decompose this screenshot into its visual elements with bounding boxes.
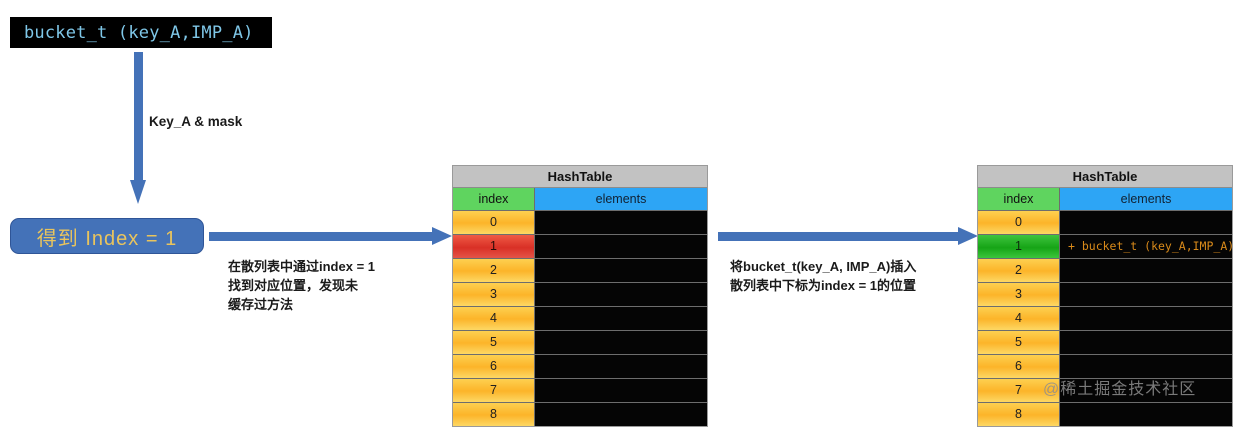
cell-index: 5 bbox=[978, 331, 1060, 354]
index-result-text: 得到 Index = 1 bbox=[36, 227, 178, 250]
table-row: 3 bbox=[978, 283, 1232, 307]
arrow-shaft bbox=[718, 232, 959, 241]
cell-index-highlight-miss: 1 bbox=[453, 235, 535, 258]
lookup-caption: 在散列表中通过index = 1 找到对应位置，发现未 缓存过方法 bbox=[228, 259, 375, 312]
table-row: 2 bbox=[978, 259, 1232, 283]
column-header-elements: elements bbox=[535, 188, 707, 210]
table-row: 4 bbox=[978, 307, 1232, 331]
cell-element bbox=[535, 235, 707, 258]
cell-index: 6 bbox=[978, 355, 1060, 378]
table-row: 2 bbox=[453, 259, 707, 283]
cell-element bbox=[1060, 355, 1232, 378]
arrow-head bbox=[432, 227, 452, 245]
table-row: 5 bbox=[453, 331, 707, 355]
hash-arrow-down-icon bbox=[130, 52, 146, 206]
lookup-arrow-right-icon bbox=[209, 227, 452, 245]
cell-index: 0 bbox=[453, 211, 535, 234]
cell-index-highlight-inserted: 1 bbox=[978, 235, 1060, 258]
table-row: 4 bbox=[453, 307, 707, 331]
cell-element bbox=[1060, 283, 1232, 306]
column-header-index: index bbox=[978, 188, 1060, 210]
cell-element bbox=[1060, 259, 1232, 282]
cell-element bbox=[535, 211, 707, 234]
cell-element bbox=[1060, 331, 1232, 354]
source-code-box: bucket_t (key_A,IMP_A) bbox=[10, 17, 272, 48]
source-code-text: bucket_t (key_A,IMP_A) bbox=[24, 22, 254, 43]
index-result-box: 得到 Index = 1 bbox=[10, 218, 204, 254]
table-row: 7 bbox=[978, 379, 1232, 403]
column-header-elements: elements bbox=[1060, 188, 1232, 210]
cell-index: 2 bbox=[978, 259, 1060, 282]
cell-element bbox=[535, 331, 707, 354]
arrow-head bbox=[130, 180, 146, 204]
hash-operation-label: Key_A & mask bbox=[149, 114, 243, 129]
cell-index: 4 bbox=[453, 307, 535, 330]
hash-table-header-row: index elements bbox=[978, 188, 1232, 211]
cell-index: 7 bbox=[978, 379, 1060, 402]
insert-arrow-right-icon bbox=[718, 227, 978, 245]
diagram-canvas: bucket_t (key_A,IMP_A) Key_A & mask 得到 I… bbox=[10, 17, 1233, 427]
cell-element bbox=[535, 283, 707, 306]
cell-element bbox=[535, 259, 707, 282]
cell-index: 4 bbox=[978, 307, 1060, 330]
cell-index: 5 bbox=[453, 331, 535, 354]
watermark: @稀土掘金技术社区 bbox=[1043, 381, 1197, 398]
cell-index: 3 bbox=[453, 283, 535, 306]
cell-element bbox=[535, 379, 707, 402]
hash-table-before: HashTable index elements 0 1 2 3 4 5 6 7… bbox=[452, 165, 708, 427]
table-row: 5 bbox=[978, 331, 1232, 355]
cell-index: 0 bbox=[978, 211, 1060, 234]
cell-index: 2 bbox=[453, 259, 535, 282]
table-row: 0 bbox=[978, 211, 1232, 235]
cell-index: 6 bbox=[453, 355, 535, 378]
table-row: 0 bbox=[453, 211, 707, 235]
cell-element bbox=[535, 307, 707, 330]
insert-caption: 将bucket_t(key_A, IMP_A)插入 散列表中下标为index =… bbox=[730, 259, 917, 293]
table-row: 7 bbox=[453, 379, 707, 403]
arrow-shaft bbox=[209, 232, 433, 241]
cell-index: 3 bbox=[978, 283, 1060, 306]
cell-element bbox=[535, 355, 707, 378]
cell-element bbox=[1060, 211, 1232, 234]
hash-table-header-row: index elements bbox=[453, 188, 707, 211]
cell-element bbox=[1060, 307, 1232, 330]
cell-element bbox=[1060, 379, 1232, 402]
arrow-head bbox=[958, 227, 978, 245]
table-row: 6 bbox=[453, 355, 707, 379]
table-row: 6 bbox=[978, 355, 1232, 379]
table-row: 3 bbox=[453, 283, 707, 307]
column-header-index: index bbox=[453, 188, 535, 210]
table-row: 1 bbox=[453, 235, 707, 259]
cell-element-inserted: + bucket_t (key_A,IMP_A) bbox=[1060, 235, 1232, 258]
arrow-shaft bbox=[134, 52, 143, 182]
hash-table-title: HashTable bbox=[978, 166, 1232, 188]
hash-table-title: HashTable bbox=[453, 166, 707, 188]
table-row: 1+ bucket_t (key_A,IMP_A) bbox=[978, 235, 1232, 259]
cell-index: 7 bbox=[453, 379, 535, 402]
